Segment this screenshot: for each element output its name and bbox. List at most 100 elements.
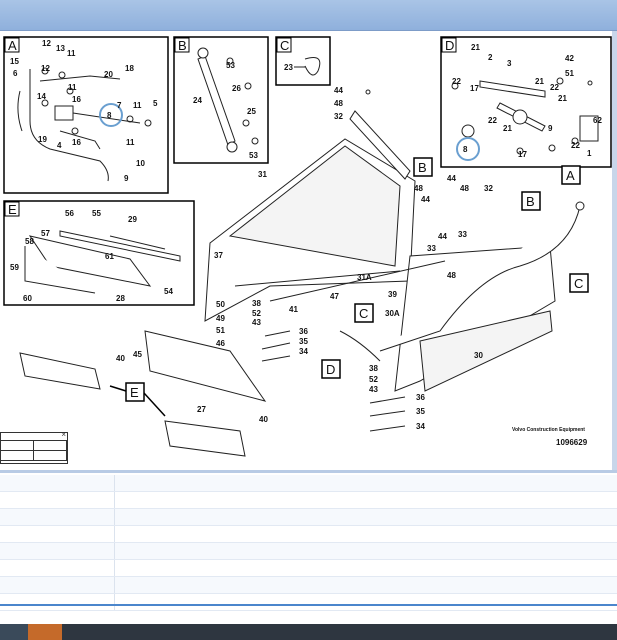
part-number-label: 9 <box>548 124 553 133</box>
part-number-label: 60 <box>23 294 32 303</box>
part-number-label: 48 <box>447 271 456 280</box>
part-number-label: 52 <box>369 375 378 384</box>
part-number-label: 25 <box>247 107 256 116</box>
panel-label-d: D <box>445 38 454 53</box>
part-number-label: 4 <box>57 141 62 150</box>
part-number-label: 33 <box>458 230 467 239</box>
table-row[interactable] <box>0 560 617 577</box>
part-number-label: 51 <box>216 326 225 335</box>
part-number-label: 7 <box>117 101 122 110</box>
part-number-label: 39 <box>388 290 397 299</box>
part-number-label: 31A <box>357 273 372 282</box>
panel-c-drawing <box>294 57 321 76</box>
panel-c-box <box>275 36 331 86</box>
part-number-label: 34 <box>416 422 425 431</box>
panel-a-part-numbers: 12 13 11 15 6 12 20 18 11 14 16 7 8 11 5… <box>10 39 158 183</box>
close-icon[interactable]: × <box>61 430 66 439</box>
part-number-label: 30 <box>474 351 483 360</box>
table-row[interactable] <box>0 509 617 526</box>
callout-d: D <box>326 362 335 377</box>
part-number-label: 19 <box>38 135 47 144</box>
part-number-label: 52 <box>252 309 261 318</box>
parts-diagram-viewer[interactable]: A B C D E 12 13 11 15 <box>0 31 612 471</box>
part-number-label: 35 <box>299 337 308 346</box>
part-number-label: 48 <box>460 184 469 193</box>
table-row[interactable] <box>0 594 617 611</box>
table-row[interactable] <box>0 475 617 492</box>
panel-b-part-numbers: 53 26 24 25 53 <box>193 61 258 160</box>
callout-b-upper: B <box>418 160 427 175</box>
taskbar <box>0 624 617 640</box>
panel-label-b: B <box>178 38 187 53</box>
part-number-label: 22 <box>571 141 580 150</box>
part-number-label: 12 <box>42 39 51 48</box>
part-number-label: 56 <box>65 209 74 218</box>
part-number-label: 44 <box>334 86 343 95</box>
part-number-label: 21 <box>471 43 480 52</box>
part-number-label: 37 <box>214 251 223 260</box>
mini-table-row <box>1 441 67 451</box>
part-number-label: 62 <box>593 116 602 125</box>
part-number-label: 9 <box>124 174 129 183</box>
part-number-label: 32 <box>484 184 493 193</box>
part-number-label: 1 <box>587 149 592 158</box>
part-number-label: 11 <box>68 83 77 92</box>
panel-b-drawing <box>197 47 259 153</box>
part-number-label: 46 <box>216 339 225 348</box>
part-number-label: 22 <box>488 116 497 125</box>
mini-table-row <box>1 451 67 461</box>
highlight-circle-a <box>99 103 123 127</box>
part-number-label: 48 <box>414 184 423 193</box>
part-number-label: 57 <box>41 229 50 238</box>
table-row[interactable] <box>0 492 617 509</box>
part-number-label: 11 <box>67 49 76 58</box>
panel-e-part-numbers: 56 55 29 58 57 61 59 60 28 54 <box>10 209 173 303</box>
splitter[interactable] <box>0 470 617 473</box>
part-number-label: 43 <box>252 318 261 327</box>
part-number-label: 49 <box>216 314 225 323</box>
part-number-label: 12 <box>41 64 50 73</box>
part-number-label: 48 <box>334 99 343 108</box>
part-number-label: 44 <box>447 174 456 183</box>
part-number-label: 44 <box>421 195 430 204</box>
part-number-label: 40 <box>116 354 125 363</box>
part-number-label: 43 <box>369 385 378 394</box>
table-row[interactable] <box>0 543 617 560</box>
part-number-label: 8 <box>107 111 112 120</box>
part-number-label: 31 <box>258 170 267 179</box>
panel-labels: A B C D E <box>4 37 457 217</box>
part-number-label: 22 <box>452 77 461 86</box>
part-number-label: 53 <box>249 151 258 160</box>
panel-b-box <box>173 36 269 164</box>
part-number-label: 51 <box>565 69 574 78</box>
part-number-label: 11 <box>133 101 142 110</box>
part-number-label: 26 <box>232 84 241 93</box>
part-number-label: 45 <box>133 350 142 359</box>
status-divider <box>0 604 617 606</box>
part-number-label: 3 <box>507 59 512 68</box>
taskbar-app[interactable] <box>28 624 62 640</box>
panel-a-box <box>3 36 169 194</box>
drawing-code: 1096629 <box>556 438 588 447</box>
part-number-label: 54 <box>164 287 173 296</box>
part-number-label: 16 <box>72 95 81 104</box>
part-number-label: 18 <box>125 64 134 73</box>
part-number-label: 36 <box>416 393 425 402</box>
taskbar-start[interactable] <box>0 624 28 640</box>
part-number-label: 5 <box>153 99 158 108</box>
part-number-label: 42 <box>565 54 574 63</box>
part-number-label: 16 <box>72 138 81 147</box>
part-number-label: 11 <box>126 138 135 147</box>
panel-label-e: E <box>8 202 17 217</box>
table-row[interactable] <box>0 577 617 594</box>
callout-labels: B B A C C D E <box>109 157 589 417</box>
part-number-label: 22 <box>550 83 559 92</box>
part-number-label: 28 <box>116 294 125 303</box>
parts-list-grid <box>0 475 617 611</box>
panel-label-c: C <box>280 38 289 53</box>
part-number-label: 24 <box>193 96 202 105</box>
part-number-label: 6 <box>13 69 18 78</box>
panel-label-a: A <box>8 38 17 53</box>
viewer-scrollbar[interactable] <box>612 31 617 471</box>
table-row[interactable] <box>0 526 617 543</box>
